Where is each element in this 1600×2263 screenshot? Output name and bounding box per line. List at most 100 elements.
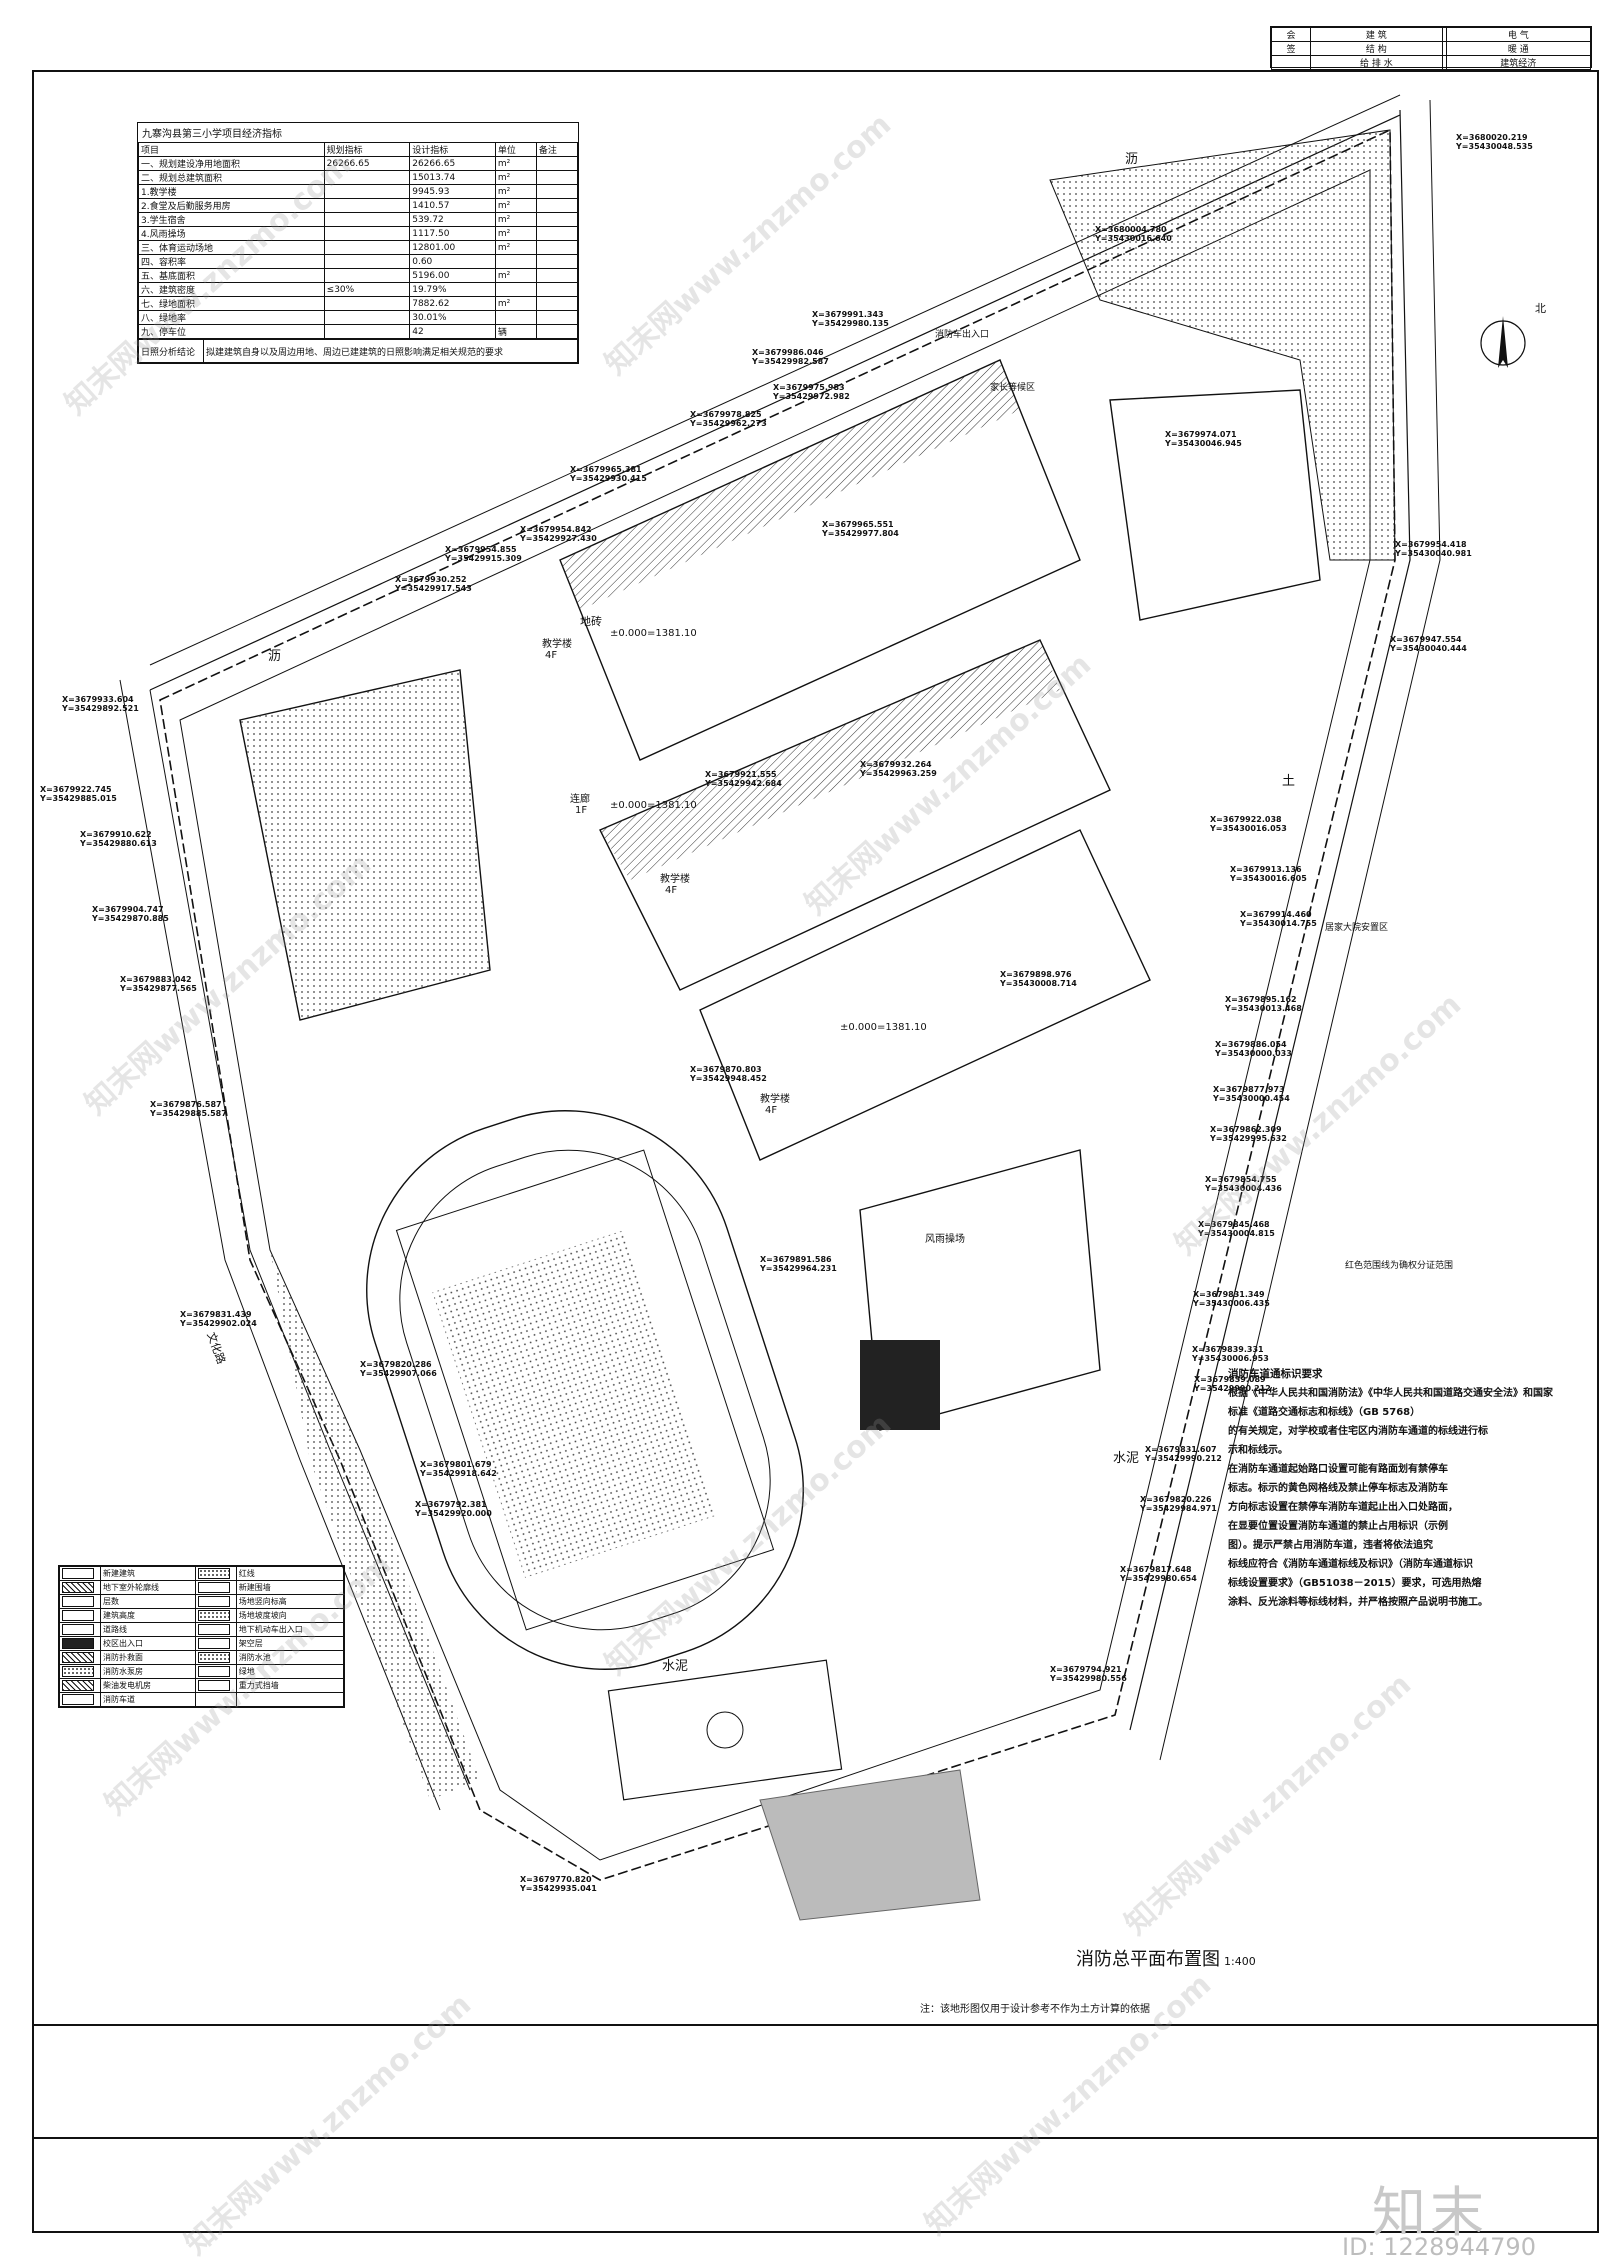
green-area-canteen bbox=[240, 670, 490, 1020]
legend-swatch-icon bbox=[62, 1638, 94, 1649]
legend-label: 校区出入口 bbox=[100, 1636, 196, 1651]
label-fire-entry: 消防车出入口 bbox=[935, 330, 990, 340]
coordinate-x: X=3679954.842 bbox=[520, 525, 592, 534]
coordinate-x: X=3679930.252 bbox=[395, 575, 467, 584]
legend-swatch-icon bbox=[62, 1610, 94, 1621]
coordinate-x: X=3679975.983 bbox=[773, 383, 845, 392]
coordinate-x: X=3679932.264 bbox=[860, 760, 932, 769]
coordinate-y: Y=35429877.565 bbox=[120, 984, 197, 993]
legend-row: 消防扑救面消防水池 bbox=[59, 1650, 345, 1665]
footer-note: 注：该地形图仅用于设计参考不作为土方计算的依据 bbox=[920, 2004, 1150, 2015]
coordinate-x: X=3679933.604 bbox=[62, 695, 134, 704]
signoff-cell: 建筑经济 bbox=[1445, 55, 1592, 70]
eco-table-cell bbox=[535, 324, 579, 339]
building-hatch-1 bbox=[560, 360, 1020, 610]
legend-swatch-icon bbox=[197, 1638, 230, 1649]
coordinate-y: Y=35429927.430 bbox=[520, 534, 597, 543]
legend-swatch-icon bbox=[62, 1666, 94, 1677]
legend-swatch-icon bbox=[62, 1568, 94, 1579]
coordinate-x: X=3680020.219 bbox=[1456, 133, 1528, 142]
coordinate-y: Y=35429930.415 bbox=[570, 474, 647, 483]
coordinate-x: X=3679845.468 bbox=[1198, 1220, 1270, 1229]
label-elevation-3: ±0.000=1381.10 bbox=[610, 800, 697, 811]
legend-swatch-icon bbox=[62, 1624, 94, 1635]
green-area-west bbox=[270, 1250, 480, 1800]
coordinate-y: Y=35430000.033 bbox=[1215, 1049, 1292, 1058]
legend-label: 消防水泵房 bbox=[100, 1664, 196, 1679]
legend-label: 柴油发电机房 bbox=[100, 1678, 196, 1693]
coordinate-y: Y=35429984.971 bbox=[1140, 1504, 1217, 1513]
legend-swatch bbox=[59, 1692, 101, 1707]
coordinate-y: Y=35430040.981 bbox=[1395, 549, 1472, 558]
legend-swatch bbox=[194, 1594, 237, 1609]
basketball-court bbox=[607, 1659, 843, 1801]
coordinate-y: Y=35430016.640 bbox=[1095, 234, 1172, 243]
coordinate-y: Y=35430014.755 bbox=[1240, 919, 1317, 928]
label-road-1: 沥 bbox=[1125, 152, 1139, 167]
coordinate-y: Y=35429980.556 bbox=[1050, 1674, 1127, 1683]
football-field bbox=[395, 1149, 775, 1631]
image-id: ID: 1228944790 bbox=[1342, 2233, 1536, 2261]
legend-swatch bbox=[194, 1650, 237, 1665]
north-arrow-icon bbox=[1480, 316, 1526, 368]
legend-swatch bbox=[194, 1636, 237, 1651]
legend-label: 消防车道 bbox=[100, 1692, 196, 1707]
notes-body: 根据《中华人民共和国消防法》《中华人民共和国道路交通安全法》和国家标准《道路交通… bbox=[1228, 1384, 1558, 1612]
legend-swatch bbox=[194, 1580, 237, 1595]
notes-line: 涂料、反光涂料等标线材料，并严格按照产品说明书施工。 bbox=[1228, 1597, 1488, 1608]
coordinate-y: Y=35429892.521 bbox=[62, 704, 139, 713]
dormitory bbox=[1109, 389, 1321, 621]
legend-swatch bbox=[59, 1636, 101, 1651]
coordinate-x: X=3679895.162 bbox=[1225, 995, 1297, 1004]
title-band-top bbox=[32, 2024, 1599, 2026]
legend-swatch bbox=[194, 1622, 237, 1637]
stage-block bbox=[860, 1340, 940, 1430]
coordinate-y: Y=35430004.436 bbox=[1205, 1184, 1282, 1193]
coordinate-y: Y=35429990.212 bbox=[1194, 1384, 1271, 1393]
coordinate-x: X=3679854.755 bbox=[1205, 1175, 1277, 1184]
notes-line: 标志。标示的黄色网格线及禁止停车标志及消防车 bbox=[1228, 1483, 1448, 1494]
coordinate-y: Y=35430016.053 bbox=[1210, 824, 1287, 833]
coordinate-x: X=3679914.460 bbox=[1240, 910, 1312, 919]
legend-label: 建筑高度 bbox=[100, 1608, 196, 1623]
coordinate-y: Y=35430006.435 bbox=[1193, 1299, 1270, 1308]
label-resettle: 居家大院安置区 bbox=[1325, 923, 1389, 933]
coordinate-y: Y=35429977.804 bbox=[822, 529, 899, 538]
legend-swatch-icon bbox=[197, 1666, 230, 1677]
label-cement-2: 水泥 bbox=[662, 1659, 689, 1674]
legend-swatch-icon bbox=[62, 1680, 94, 1691]
coordinate-y: Y=35429963.259 bbox=[860, 769, 937, 778]
drawing-frame bbox=[32, 70, 1599, 2233]
label-elevation-1: ±0.000=1381.10 bbox=[610, 628, 697, 639]
coordinate-x: X=3679831.607 bbox=[1145, 1445, 1217, 1454]
label-teaching-building-2-floors: 4F bbox=[665, 885, 678, 896]
coordinate-x: X=3679792.381 bbox=[415, 1500, 487, 1509]
notes-line: 图）。提示严禁占用消防车道，违者将依法追究 bbox=[1228, 1540, 1433, 1551]
coordinate-x: X=3679886.054 bbox=[1215, 1040, 1287, 1049]
eco-table-cell: 辆 bbox=[494, 324, 537, 339]
teaching-building-1 bbox=[559, 359, 1081, 761]
legend-swatch bbox=[194, 1566, 237, 1581]
coordinate-x: X=3679991.343 bbox=[812, 310, 884, 319]
coordinate-y: Y=35429907.066 bbox=[360, 1369, 437, 1378]
coordinate-y: Y=35430048.535 bbox=[1456, 142, 1533, 151]
